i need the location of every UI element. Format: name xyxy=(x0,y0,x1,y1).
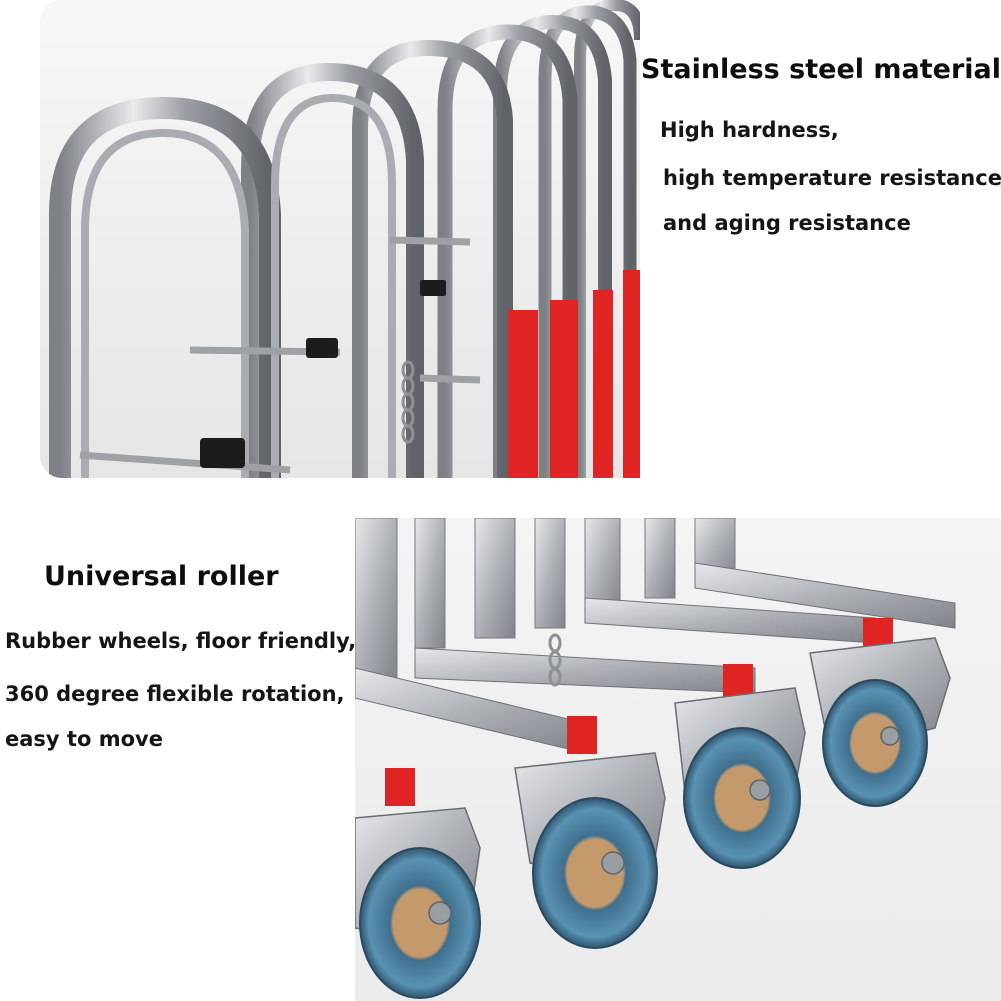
feature-line-aging: and aging resistance xyxy=(663,211,911,235)
section-heading-steel: Stainless steel material xyxy=(641,54,1001,85)
caster-wheels-photo xyxy=(355,518,1001,1001)
stainless-steel-barrier-photo xyxy=(40,0,640,478)
feature-line-rubber-wheels: Rubber wheels, floor friendly, xyxy=(5,629,357,653)
feature-line-easy-move: easy to move xyxy=(5,727,163,751)
section-heading-roller: Universal roller xyxy=(44,561,279,592)
feature-line-hardness: High hardness, xyxy=(660,118,839,142)
feature-line-rotation: 360 degree flexible rotation, xyxy=(5,682,345,706)
feature-line-temperature: high temperature resistance, xyxy=(663,166,1001,190)
